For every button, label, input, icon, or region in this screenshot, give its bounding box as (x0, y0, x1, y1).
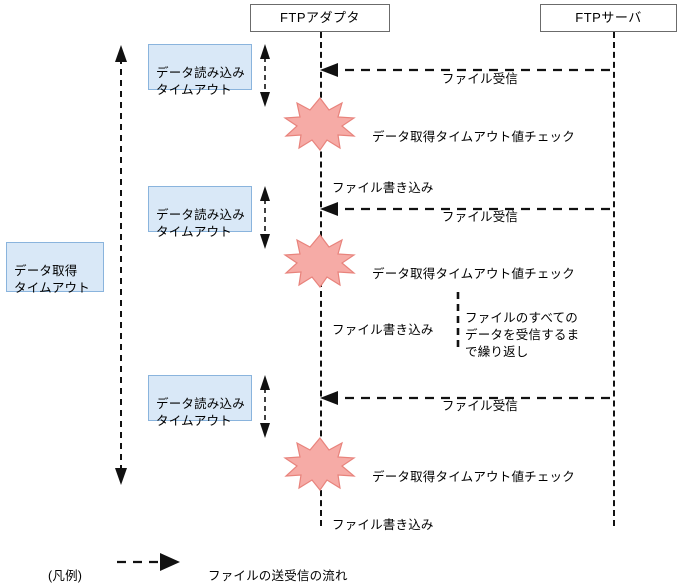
read-timeout-annotation-1: データ読み込み タイムアウト (148, 44, 252, 97)
message-file-write-2-label: ファイル書き込み (332, 323, 434, 337)
burst-icon-2 (283, 234, 356, 289)
repeat-note: ファイルのすべての データを受信するま で繰り返し (465, 293, 625, 361)
burst-label-1-text: データ取得タイムアウト値チェック (372, 130, 575, 144)
burst-label-3-text: データ取得タイムアウト値チェック (372, 470, 575, 484)
burst-icon-1 (283, 97, 356, 152)
participant-ftp-server: FTPサーバ (540, 4, 677, 32)
message-file-write-2: ファイル書き込み (332, 305, 512, 339)
read-timeout-annotation-2: データ読み込み タイムアウト (148, 186, 252, 239)
message-file-receive-1-label: ファイル受信 (441, 72, 519, 86)
burst-icon-3 (283, 437, 356, 492)
arrow-file-receive-2 (320, 202, 610, 216)
message-file-receive-2: ファイル受信 (390, 192, 570, 226)
participant-ftp-adapter-label: FTPアダプタ (279, 10, 361, 25)
message-file-receive-1: ファイル受信 (390, 54, 570, 88)
outer-timeout-annotation: データ取得 タイムアウト (6, 242, 104, 295)
outer-timeout-arrow (115, 45, 127, 485)
participant-ftp-server-label: FTPサーバ (575, 10, 642, 25)
message-file-receive-3-label: ファイル受信 (441, 399, 519, 413)
lifeline-ftp-server (613, 32, 615, 526)
burst-label-2: データ取得タイムアウト値チェック (372, 249, 622, 283)
participant-ftp-adapter: FTPアダプタ (250, 4, 390, 32)
repeat-note-text: ファイルのすべての データを受信するま で繰り返し (465, 311, 580, 359)
outer-timeout-annotation-label: データ取得 タイムアウト (14, 264, 90, 295)
burst-label-1: データ取得タイムアウト値チェック (372, 112, 622, 146)
read-timeout-annotation-3-label: データ読み込み タイムアウト (156, 397, 245, 428)
arrow-file-receive-1 (320, 63, 610, 77)
read-timeout-arrow-1 (260, 44, 270, 107)
read-timeout-annotation-2-label: データ読み込み タイムアウト (156, 208, 245, 239)
legend-arrow-icon (117, 553, 180, 571)
read-timeout-annotation-1-label: データ読み込み タイムアウト (156, 66, 245, 97)
message-file-write-1: ファイル書き込み (332, 163, 512, 197)
message-file-write-3-label: ファイル書き込み (332, 518, 434, 532)
legend-prefix-label: (凡例) (48, 569, 83, 583)
message-file-receive-3: ファイル受信 (390, 381, 570, 415)
read-timeout-arrow-3 (260, 375, 270, 438)
message-file-write-3: ファイル書き込み (332, 500, 512, 534)
read-timeout-annotation-3: データ読み込み タイムアウト (148, 375, 252, 428)
read-timeout-arrow-2 (260, 186, 270, 249)
burst-label-2-text: データ取得タイムアウト値チェック (372, 267, 575, 281)
arrow-file-receive-3 (320, 391, 610, 405)
legend-description-label: ファイルの送受信の流れ (208, 569, 348, 583)
burst-label-3: データ取得タイムアウト値チェック (372, 452, 622, 486)
legend-description: ファイルの送受信の流れ (208, 551, 468, 585)
message-file-receive-2-label: ファイル受信 (441, 210, 519, 224)
legend-prefix: (凡例) (48, 551, 118, 585)
message-file-write-1-label: ファイル書き込み (332, 181, 434, 195)
